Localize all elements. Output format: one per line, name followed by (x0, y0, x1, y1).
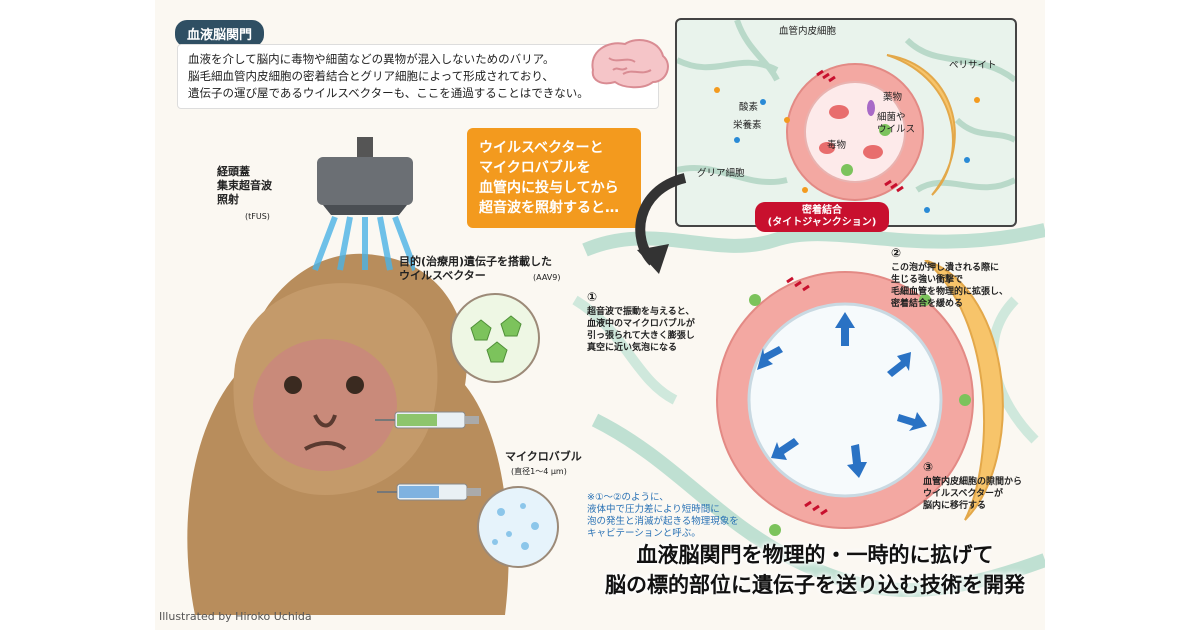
curved-arrow-icon (635, 173, 687, 274)
vector-bubble (450, 293, 540, 383)
tfus-abbr: (tFUS) (245, 212, 270, 221)
illustration-panel: 血液脳関門 血液を介して脳内に毒物や細菌などの異物が混入しないためのバリア。 脳… (155, 0, 1045, 630)
microbubble-label: マイクロバブル (505, 450, 582, 463)
syringe-bubble-icon (377, 483, 481, 501)
tight-junction-badge: 密着結合 (タイトジャンクション) (755, 202, 889, 232)
bbb-inset: 血管内皮細胞 ペリサイト 酸素 栄養素 薬物 細菌や ウイルス 毒物 グリア細胞 (675, 18, 1017, 227)
step-1-number: ① (587, 290, 598, 304)
microbubble-size: (直径1〜4 μm) (511, 467, 567, 476)
step-1-text: 超音波で振動を与えると、 血液中のマイクロバブルが 引っ張られて大きく膨張し 真… (587, 307, 695, 353)
title-tag: 血液脳関門 (175, 20, 265, 47)
microbubble-bubble (477, 486, 559, 568)
label-drug: 薬物 (883, 92, 903, 103)
brain-icon (591, 39, 669, 89)
intro-text: 血液を介して脳内に毒物や細菌などの異物が混入しないためのバリア。 脳毛細血管内皮… (177, 44, 659, 109)
headline: 血液脳関門を物理的・一時的に拡げて 脳の標的部位に遺伝子を送り込む技術を開発 (595, 540, 1035, 600)
step-3-text: 血管内皮細胞の隙間から ウイルスベクターが 脳内に移行する (923, 477, 1023, 511)
transducer-icon (312, 137, 415, 272)
vector-abbr: (AAV9) (533, 273, 561, 282)
intro-line: 遺伝子の運び屋であるウイルスベクターも、ここを通過することはできない。 (188, 86, 589, 100)
intro-line: 脳毛細血管内皮細胞の密着結合とグリア細胞によって形成されており、 (188, 69, 554, 83)
procedure-callout: ウイルスベクターと マイクロバブルを 血管内に投与してから 超音波を照射すると… (467, 128, 641, 228)
label-toxin: 毒物 (827, 140, 847, 151)
label-oxygen: 酸素 (739, 102, 759, 113)
label-glia: グリア細胞 (697, 168, 745, 179)
step-2-text: この泡が押し潰される際に 生じる強い衝撃で 毛細血管を物理的に拡張し、 密着結合… (891, 263, 1009, 309)
intro-line: 血液を介して脳内に毒物や細菌などの異物が混入しないためのバリア。 (188, 52, 555, 66)
step-3-number: ③ (923, 460, 934, 474)
label-endothelial: 血管内皮細胞 (779, 26, 837, 37)
background-glia (572, 223, 1045, 597)
macaque-illustration (187, 253, 509, 615)
cavitation-note: ※①〜②のように、 液体中で圧力差により短時間に 泡の発生と消滅が起きる物理現象… (587, 492, 739, 539)
syringe-vector-icon (375, 411, 479, 429)
headline-line: 血液脳関門を物理的・一時的に拡げて (636, 543, 994, 567)
expanded-vessel (716, 260, 1004, 536)
label-bacteria-virus: 細菌や ウイルス (877, 112, 916, 135)
label-pericyte: ペリサイト (949, 60, 997, 71)
illustrator-credit: Illustrated by Hiroko Uchida (159, 610, 312, 623)
step-2-number: ② (891, 246, 902, 260)
headline-line: 脳の標的部位に遺伝子を送り込む技術を開発 (605, 573, 1025, 597)
bbb-inset-drawing (677, 20, 1015, 213)
vector-label: 目的(治療用)遺伝子を搭載した ウイルスベクター (399, 255, 553, 282)
tfus-label: 経頭蓋 集束超音波 照射 (217, 165, 272, 206)
label-nutrient: 栄養素 (733, 120, 762, 131)
